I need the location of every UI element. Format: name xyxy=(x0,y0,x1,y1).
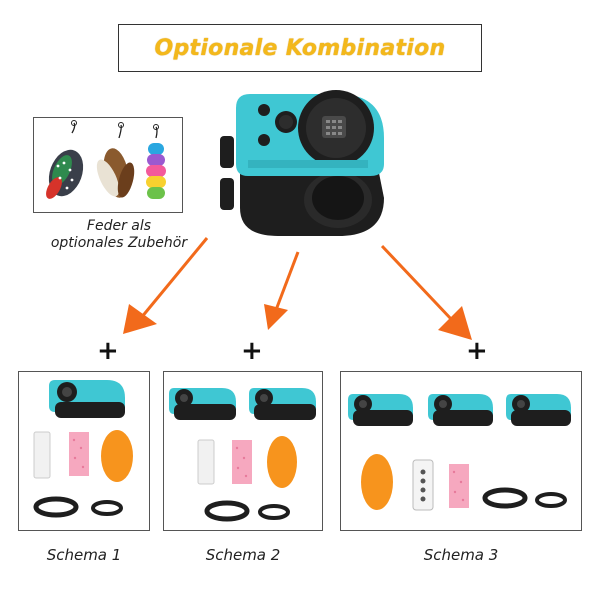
device-unit-icon-1 xyxy=(169,388,236,420)
schema-3-contents xyxy=(348,394,571,511)
feather-illustration xyxy=(46,120,166,199)
schema-2-label: Schema 2 xyxy=(205,546,281,564)
arrow-to-schema-1 xyxy=(123,237,209,334)
device-unit-icon xyxy=(49,380,125,418)
device-unit-icon-2 xyxy=(249,388,316,420)
device-unit-icon-3 xyxy=(506,394,571,426)
feather-caption: Feder als optionales Zubehör xyxy=(28,218,210,252)
schema-3-label: Schema 3 xyxy=(423,546,499,564)
device-unit-icon-2 xyxy=(428,394,493,426)
title-box: Optionale Kombination xyxy=(118,24,482,72)
page-title: Optionale Kombination xyxy=(154,35,446,61)
main-device-image xyxy=(218,88,388,240)
feather-caption-line1: Feder als xyxy=(86,218,152,234)
schema-3-panel xyxy=(340,371,582,531)
arrow-to-schema-2 xyxy=(264,251,300,330)
cat-toy-device-illustration xyxy=(220,90,384,236)
feather-caption-line2: optionales Zubehör xyxy=(50,235,188,251)
device-unit-icon-1 xyxy=(348,394,413,426)
schema-2-panel xyxy=(163,371,323,531)
schema-1-label: Schema 1 xyxy=(46,546,122,564)
schema-1-panel xyxy=(18,371,150,531)
schema-1-contents xyxy=(33,380,133,518)
plus-sign-3: + xyxy=(466,336,488,366)
arrow-to-schema-3 xyxy=(380,244,472,340)
feather-accessory-image xyxy=(33,117,183,213)
schema-2-contents xyxy=(169,388,316,522)
plus-sign-2: + xyxy=(241,336,263,366)
plus-sign-1: + xyxy=(97,336,119,366)
